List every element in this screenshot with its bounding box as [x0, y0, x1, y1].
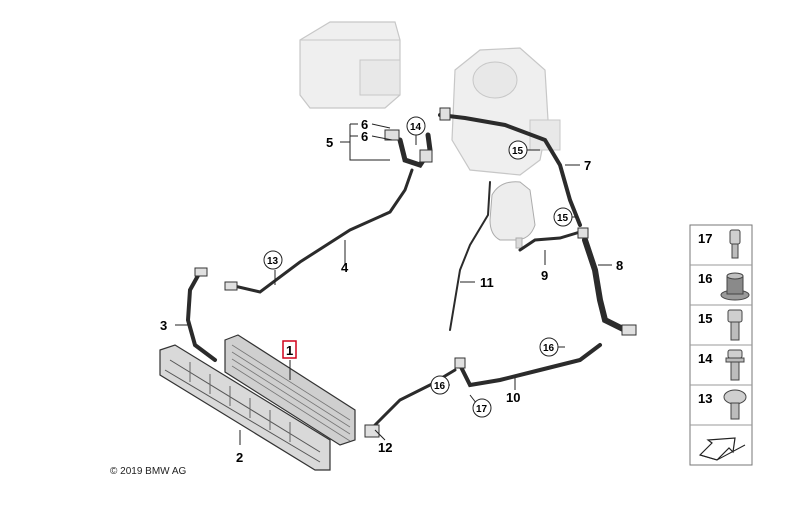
callout-9: 9: [541, 268, 548, 283]
flange-bolt-icon: [723, 389, 747, 420]
part-number-13: 13: [698, 391, 712, 406]
valve-cap-icon: [729, 229, 741, 259]
leader-lines: [175, 123, 612, 445]
radiator-frame: [159, 344, 331, 471]
electric-motor-unit: [299, 21, 401, 109]
expansion-tank: [489, 181, 536, 249]
parts-panel-item-13[interactable]: 13: [698, 389, 747, 420]
callout-7: 7: [584, 158, 591, 173]
callout-15-upper: 15: [512, 146, 524, 157]
callout-13: 13: [267, 256, 279, 267]
callout-12: 12: [378, 440, 392, 455]
part-number-15: 15: [698, 311, 712, 326]
engine-unit: [451, 47, 561, 176]
callout-4: 4: [341, 260, 349, 275]
circled-callout-labels: 13 14 15 15 16 16 17: [267, 122, 569, 415]
callout-16-left: 16: [434, 381, 446, 392]
hose-clamps: [194, 107, 637, 438]
callout-14: 14: [410, 122, 422, 133]
callout-6-lower: 6: [361, 129, 368, 144]
callout-3: 3: [160, 318, 167, 333]
callout-10: 10: [506, 390, 520, 405]
callout-17: 17: [476, 404, 488, 415]
callout-5: 5: [326, 135, 333, 150]
callout-8: 8: [616, 258, 623, 273]
callout-1: 1: [286, 343, 293, 358]
callout-11: 11: [480, 275, 494, 290]
parts-panel-item-17[interactable]: 17: [698, 229, 741, 259]
part-number-16: 16: [698, 271, 712, 286]
parts-panel-item-15[interactable]: 15: [698, 309, 743, 341]
callout-15-lower: 15: [557, 213, 569, 224]
hex-screw-icon: [727, 309, 743, 341]
part-number-14: 14: [698, 351, 713, 366]
direction-arrow-icon: [698, 437, 746, 461]
callout-1-highlight[interactable]: 1: [282, 340, 297, 359]
coolant-hoses: [185, 113, 628, 432]
callout-labels: 3 2 4 5 6 6 7 8 9 11 10 12: [160, 117, 623, 465]
callout-16-right: 16: [543, 343, 555, 354]
callout-2: 2: [236, 450, 243, 465]
part-number-17: 17: [698, 231, 712, 246]
copyright-text: © 2019 BMW AG: [110, 466, 187, 477]
parts-panel-item-14[interactable]: 14: [698, 349, 745, 381]
collar-screw-icon: [725, 349, 745, 381]
circled-callouts: [263, 116, 573, 418]
parts-panel: 17 16 15 14: [689, 224, 753, 466]
radiator: [224, 334, 356, 446]
rubber-grommet-icon: [720, 272, 750, 301]
callout-6-upper: 6: [361, 117, 368, 132]
parts-panel-item-16[interactable]: 16: [698, 271, 750, 301]
